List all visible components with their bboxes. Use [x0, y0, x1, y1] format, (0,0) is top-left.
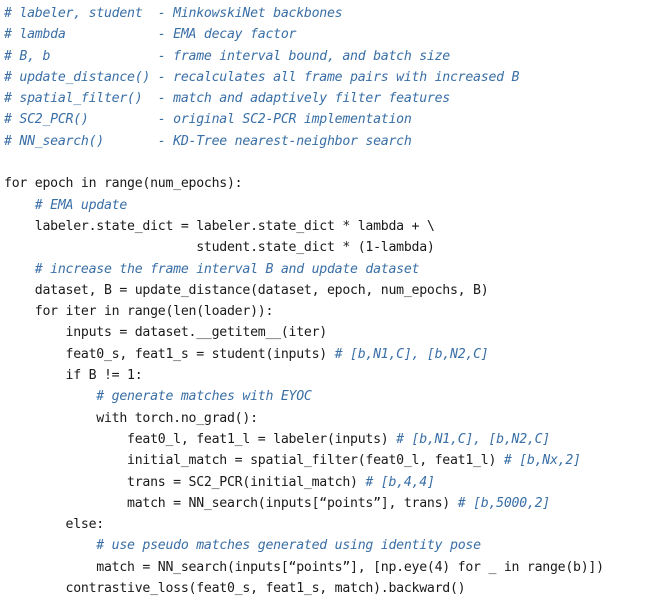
code-comment: # increase the frame interval B and upda… — [34, 261, 420, 277]
code-line: feat0_l, feat1_l = labeler(inputs) # [b,… — [4, 429, 665, 450]
code-text: trans = SC2_PCR(initial_match) — [4, 474, 366, 490]
code-line: inputs = dataset.__getitem__(iter) — [4, 322, 665, 343]
code-block: # labeler, student - MinkowskiNet backbo… — [4, 3, 665, 596]
code-text: student.state_dict * (1-lambda) — [4, 240, 435, 256]
code-line: # update_distance() - recalculates all f… — [4, 67, 665, 88]
code-line: student.state_dict * (1-lambda) — [4, 237, 665, 258]
code-comment: # [b,4,4] — [365, 474, 435, 490]
code-comment: # EMA update — [34, 197, 128, 213]
code-line: # use pseudo matches generated using ide… — [4, 535, 665, 556]
code-line: # generate matches with EYOC — [4, 386, 665, 407]
code-line: # B, b - frame interval bound, and batch… — [4, 46, 665, 67]
code-line: # labeler, student - MinkowskiNet backbo… — [4, 3, 665, 24]
code-text: match = NN_search(inputs[“points”], tran… — [4, 495, 458, 511]
code-text — [4, 262, 35, 277]
code-comment: # SC2_PCR() - original SC2-PCR implement… — [4, 112, 412, 128]
code-text: inputs = dataset.__getitem__(iter) — [4, 325, 328, 341]
code-text: else: — [4, 517, 105, 533]
code-comment: # [b,N1,C], [b,N2,C] — [334, 346, 489, 362]
code-comment: # [b,N1,C], [b,N2,C] — [396, 431, 550, 447]
code-line: # lambda - EMA decay factor — [4, 24, 665, 45]
code-line: match = NN_search(inputs[“points”], [np.… — [4, 557, 665, 578]
code-comment: # update_distance() - recalculates all f… — [4, 69, 520, 85]
code-comment: # labeler, student - MinkowskiNet backbo… — [4, 6, 343, 21]
code-line: if B != 1: — [4, 365, 665, 386]
code-comment: # NN_search() - KD-Tree nearest-neighbor… — [4, 133, 412, 149]
code-text: contrastive_loss(feat0_s, feat1_s, match… — [4, 581, 466, 597]
code-line: initial_match = spatial_filter(feat0_l, … — [4, 450, 665, 471]
code-text: labeler.state_dict = labeler.state_dict … — [4, 218, 435, 234]
code-text: match = NN_search(inputs[“points”], [np.… — [4, 559, 604, 575]
code-line: match = NN_search(inputs[“points”], tran… — [4, 493, 665, 514]
code-line: labeler.state_dict = labeler.state_dict … — [4, 216, 665, 237]
code-line: # EMA update — [4, 195, 665, 216]
code-line: # increase the frame interval B and upda… — [4, 259, 665, 280]
code-text — [4, 538, 96, 553]
code-line: for epoch in range(num_epochs): — [4, 173, 665, 194]
code-line: dataset, B = update_distance(dataset, ep… — [4, 280, 665, 301]
code-text: feat0_s, feat1_s = student(inputs) — [4, 346, 335, 362]
code-text: for iter in range(len(loader)): — [4, 304, 274, 320]
code-text: if B != 1: — [4, 368, 143, 384]
code-line: with torch.no_grad(): — [4, 408, 665, 429]
code-line — [4, 152, 665, 173]
code-line: else: — [4, 514, 665, 535]
code-line: contrastive_loss(feat0_s, feat1_s, match… — [4, 578, 665, 599]
code-comment: # spatial_filter() - match and adaptivel… — [4, 91, 450, 107]
code-text: for epoch in range(num_epochs): — [4, 176, 243, 192]
code-text — [4, 198, 35, 213]
code-line: # NN_search() - KD-Tree nearest-neighbor… — [4, 131, 665, 152]
code-text: initial_match = spatial_filter(feat0_l, … — [4, 453, 504, 469]
code-line: # spatial_filter() - match and adaptivel… — [4, 88, 665, 109]
code-text: dataset, B = update_distance(dataset, ep… — [4, 282, 489, 298]
code-line: trans = SC2_PCR(initial_match) # [b,4,4] — [4, 472, 665, 493]
code-text — [4, 389, 96, 404]
code-comment: # [b,5000,2] — [457, 495, 551, 511]
code-comment: # generate matches with EYOC — [96, 389, 312, 405]
code-comment: # [b,Nx,2] — [503, 453, 581, 469]
code-text: feat0_l, feat1_l = labeler(inputs) — [4, 431, 397, 447]
code-line: for iter in range(len(loader)): — [4, 301, 665, 322]
code-line: # SC2_PCR() - original SC2-PCR implement… — [4, 109, 665, 130]
code-line: feat0_s, feat1_s = student(inputs) # [b,… — [4, 344, 665, 365]
code-comment: # lambda - EMA decay factor — [4, 27, 297, 43]
code-text: with torch.no_grad(): — [4, 410, 258, 426]
code-comment: # B, b - frame interval bound, and batch… — [4, 48, 450, 64]
code-comment: # use pseudo matches generated using ide… — [96, 538, 481, 554]
